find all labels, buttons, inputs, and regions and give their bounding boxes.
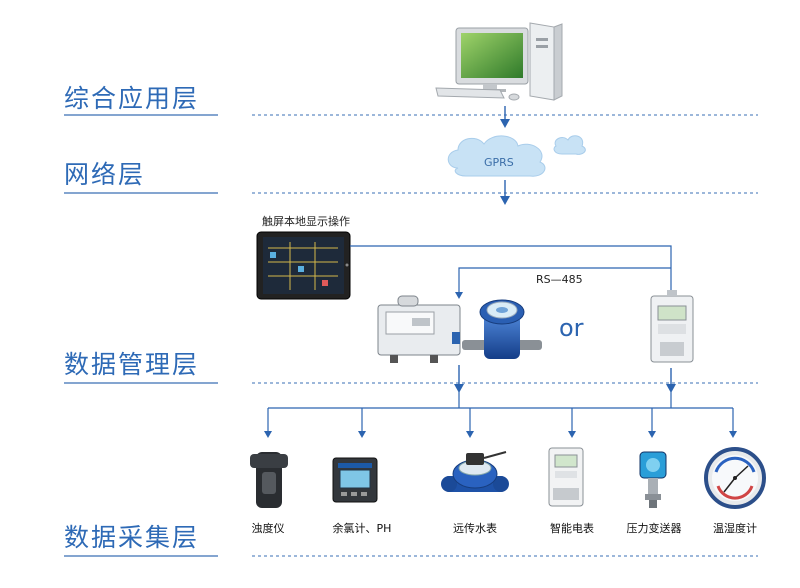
thermo-hygrometer-icon (704, 447, 766, 509)
or-label: or (559, 314, 584, 342)
touchscreen-icon (256, 231, 351, 300)
computer-icon (435, 22, 563, 101)
layer-label-application: 综合应用层 (64, 84, 200, 113)
pressure-transmitter-icon (639, 451, 667, 508)
sensor-caption-electric-meter: 智能电表 (550, 522, 594, 535)
remote-water-meter-icon (441, 451, 509, 492)
rs485-label: RS—485 (536, 273, 583, 286)
sensor-caption-water-meter: 远传水表 (453, 522, 497, 535)
electricity-meter-icon (650, 290, 694, 363)
sensor-caption-chlorine-ph: 余氯计、PH (332, 522, 392, 535)
turbidity-meter-icon (250, 452, 288, 508)
touchscreen-label: 触屏本地显示操作 (262, 215, 350, 228)
gprs-cloud-icon (447, 135, 586, 177)
acquisition-bus-lines (267, 392, 734, 434)
chlorine-ph-meter-icon (332, 457, 378, 503)
layer-label-acquisition: 数据采集层 (64, 523, 200, 552)
controller-box-icon (377, 295, 461, 363)
gprs-label: GPRS (484, 156, 514, 169)
layer-label-network: 网络层 (64, 160, 146, 189)
layer-underlines (64, 114, 218, 557)
smart-electric-meter-icon (548, 447, 584, 507)
water-meter-icon (462, 299, 542, 359)
sensor-caption-turbidity: 浊度仪 (251, 522, 285, 535)
sensor-caption-thermo-hygrometer: 温湿度计 (713, 522, 757, 535)
sensor-caption-pressure: 压力变送器 (626, 522, 682, 535)
rs485-bus-lines (350, 245, 672, 294)
layer-label-management: 数据管理层 (64, 350, 200, 379)
